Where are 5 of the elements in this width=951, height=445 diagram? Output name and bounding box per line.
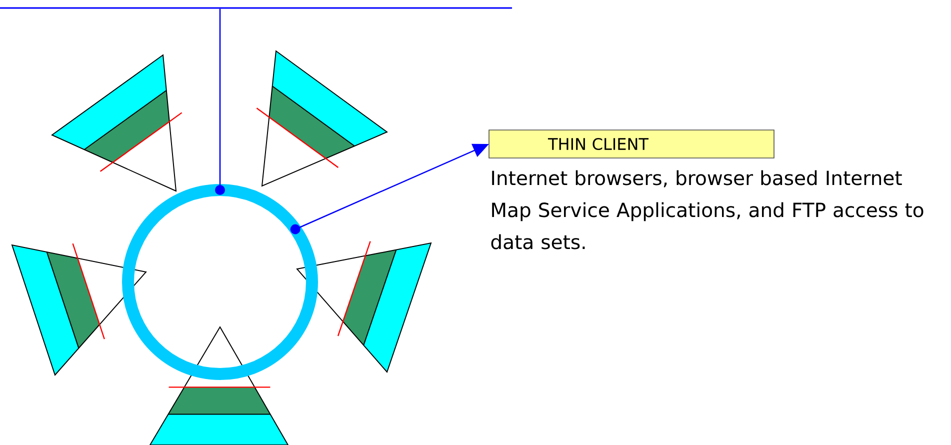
ring [122, 184, 318, 380]
bus-line [0, 7, 512, 9]
connector [215, 8, 225, 195]
label-box: THIN CLIENT [488, 130, 774, 158]
description-text: Internet browsers, browser based Internet Map Service Applications, and FTP access to data sets. [491, 170, 924, 250]
